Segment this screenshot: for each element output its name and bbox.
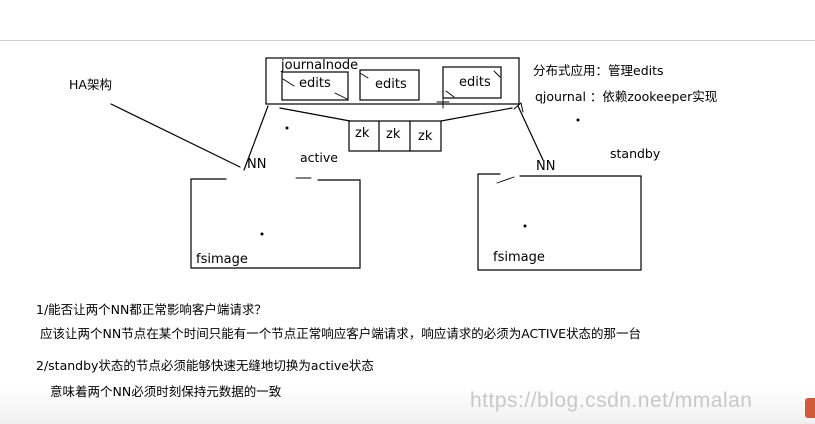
nn-right-label: NN [536, 159, 556, 174]
edits-box-1 [281, 71, 349, 101]
answer-1: 应该让两个NN节点在某个时间只能有一个节点正常响应客户端请求，响应请求的必须为A… [40, 326, 642, 341]
arrow-jn-to-zk-left [279, 107, 351, 122]
dot-2 [260, 232, 264, 236]
bottom-shade [0, 388, 815, 424]
plus-mark [436, 95, 450, 109]
line-jn-to-nn-right [517, 105, 544, 161]
fsimage-left-label: fsimage [196, 252, 248, 267]
zk-label-3: zk [418, 129, 433, 144]
question-2: 2/standby状态的节点必须能够快速无缝地切换为active状态 [36, 358, 374, 373]
edits-label-2: edits [375, 77, 407, 92]
top-divider [0, 40, 815, 41]
active-label: active [300, 150, 338, 165]
distributed-note: 分布式应用：管理edits [533, 63, 664, 78]
ha-label: HA架构 [69, 77, 112, 92]
journalnode-box [265, 57, 520, 105]
watermark-url: https://blog.csdn.net/mmalan [470, 389, 753, 412]
edits-label-1: edits [299, 76, 331, 91]
journalnode-label: journalnode [281, 58, 359, 73]
ha-arrow [110, 103, 241, 168]
edits-scribbles [282, 70, 501, 100]
answer-2: 意味着两个NN必须时刻保持元数据的一致 [50, 384, 282, 399]
edits-box-2 [359, 69, 420, 101]
dot-1 [576, 118, 580, 122]
zk-label-2: zk [386, 127, 401, 142]
zk-container [348, 120, 442, 152]
dot-4 [285, 126, 289, 130]
nn-right-box [477, 173, 642, 271]
dot-3 [523, 224, 527, 228]
question-1: 1/能否让两个NN都正常影响客户端请求？ [36, 302, 267, 317]
edits-box-3 [442, 66, 502, 99]
arrowhead-right [513, 102, 524, 113]
nn-left-box [190, 178, 361, 269]
fsimage-right-label: fsimage [493, 250, 545, 265]
edits-label-3: edits [459, 75, 491, 90]
standby-label: standby [610, 146, 661, 161]
line-jn-to-nn-left [243, 105, 269, 171]
nn-right-scribble [496, 176, 515, 184]
qjournal-note: qjournal ：依赖zookeeper实现 [535, 89, 718, 104]
corner-badge-icon [805, 398, 815, 418]
zk-label-1: zk [355, 126, 370, 141]
nn-left-label: NN [247, 157, 267, 172]
arrow-jn-to-zk-right [440, 107, 513, 122]
